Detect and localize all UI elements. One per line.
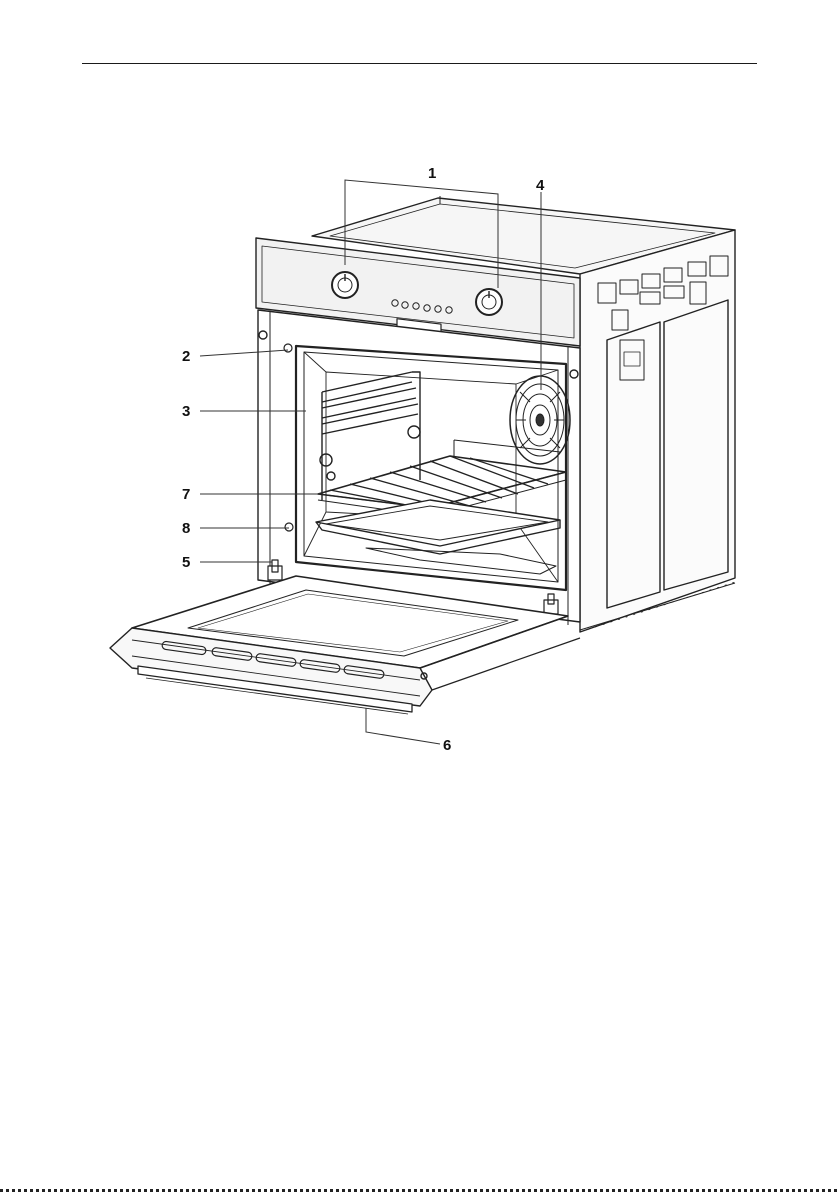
oven-side-panel	[580, 230, 735, 632]
callout-5: 5	[182, 554, 190, 571]
control-knob-left	[332, 272, 358, 298]
callout-8: 8	[182, 520, 190, 537]
callout-6: 6	[443, 737, 451, 754]
callout-4: 4	[536, 177, 545, 194]
callout-3: 3	[182, 403, 190, 420]
control-knob-right	[476, 289, 502, 315]
callout-2: 2	[182, 348, 190, 365]
callout-1: 1	[428, 165, 436, 182]
callout-7: 7	[182, 486, 190, 503]
